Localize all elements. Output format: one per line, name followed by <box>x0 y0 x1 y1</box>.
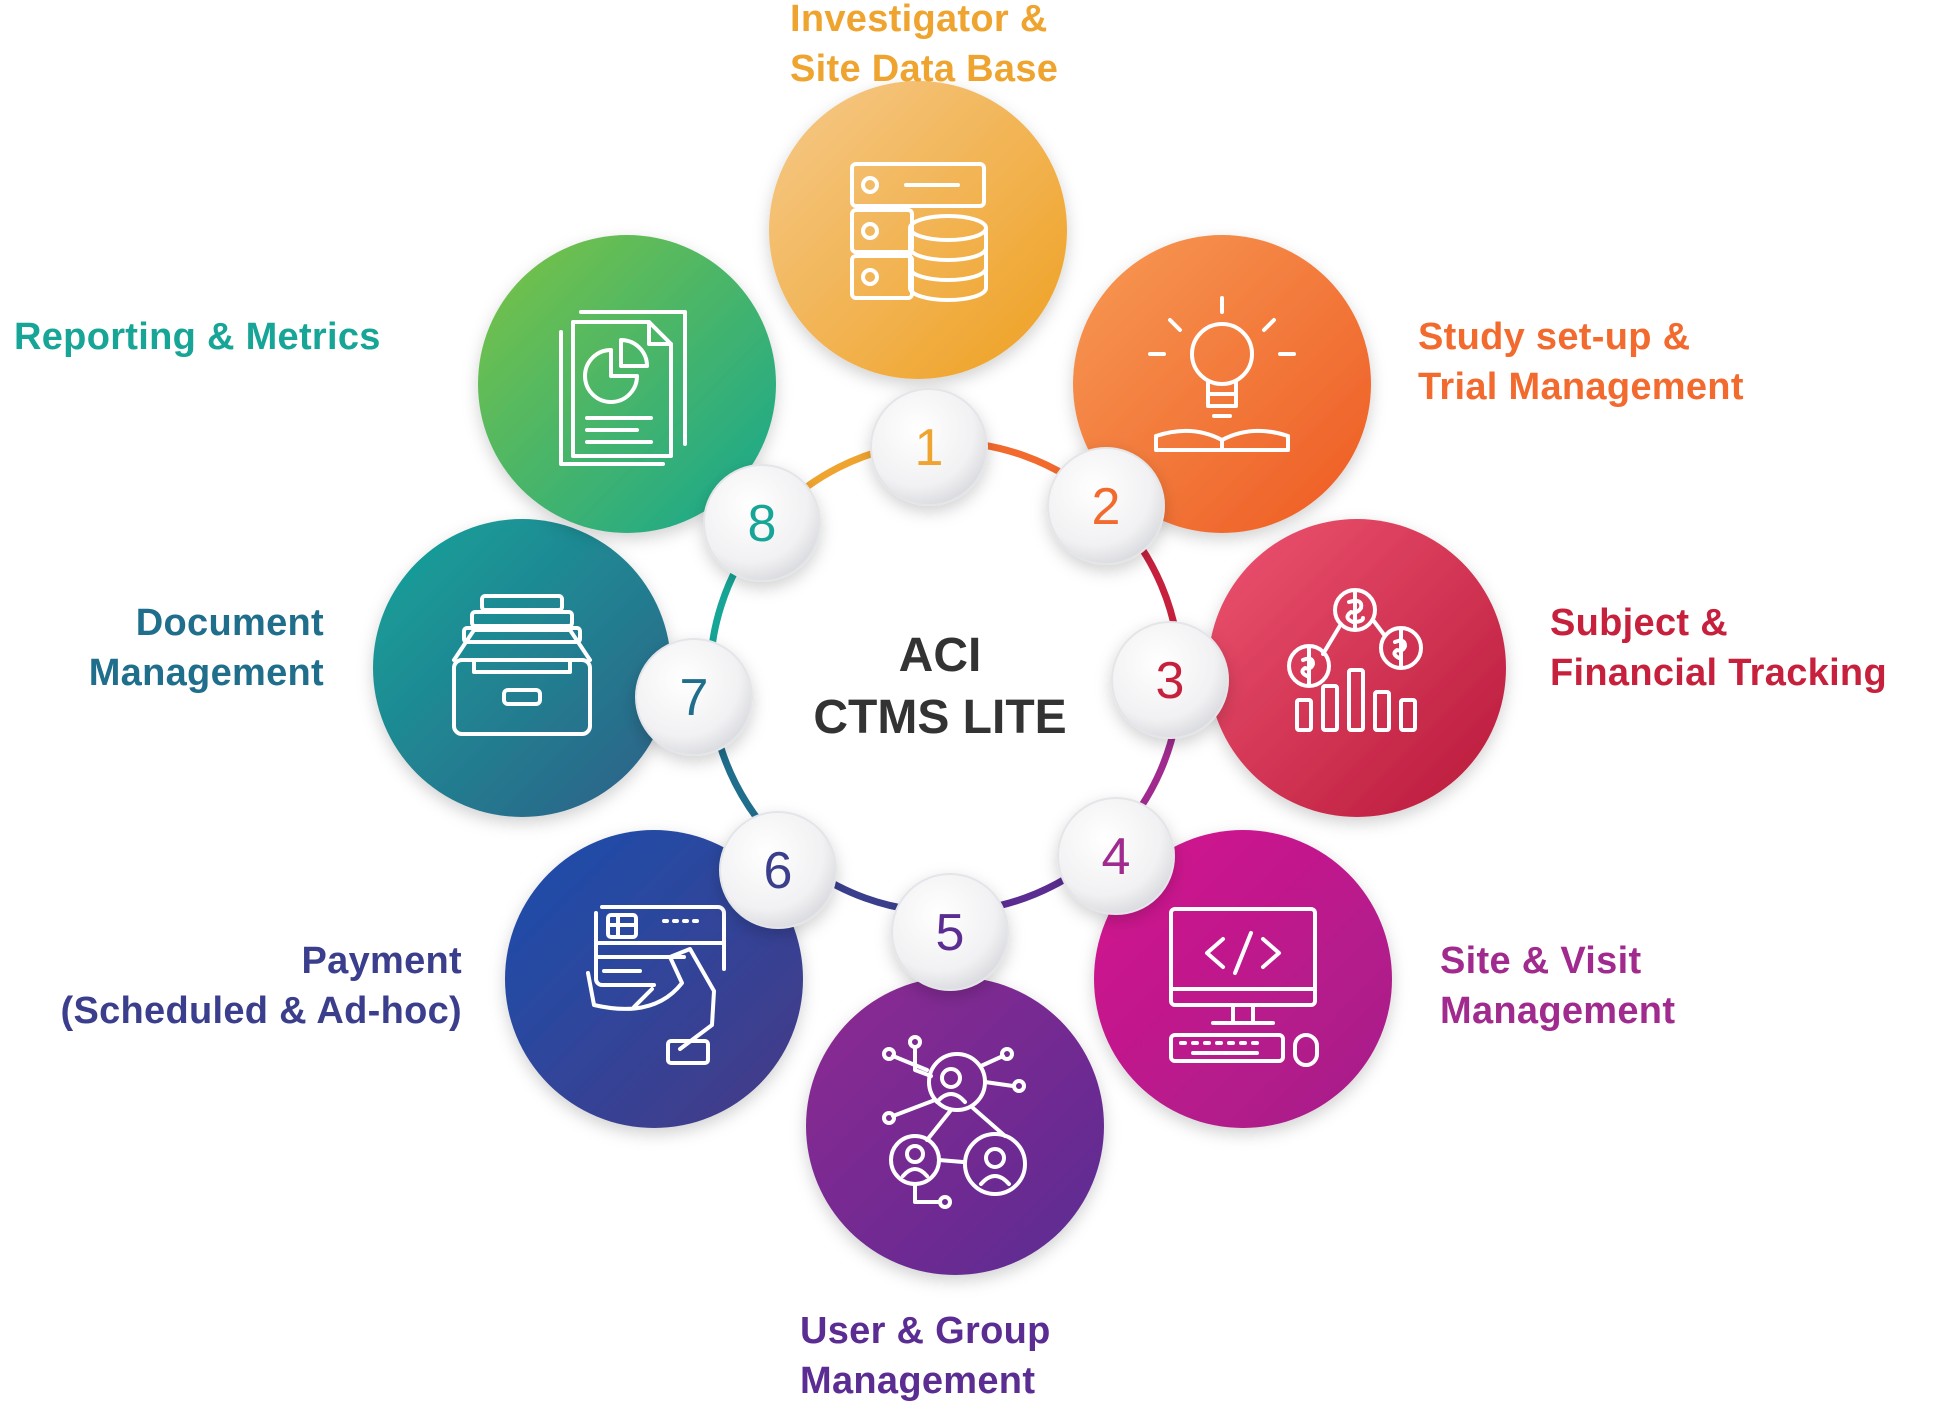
feature-circle-7 <box>373 519 671 817</box>
user-network-icon <box>882 1035 1027 1209</box>
number-badge-7: 7 <box>635 638 753 756</box>
number-badge-3: 3 <box>1111 621 1229 739</box>
feature-circle-bg <box>505 830 803 1128</box>
label-item-7: Document Management <box>89 598 324 698</box>
label-item-6-line2: (Scheduled & Ad-hoc) <box>60 990 462 1032</box>
number-badge-text: 8 <box>748 495 777 553</box>
label-item-1: Investigator & Site Data Base <box>790 0 1058 94</box>
feature-circle-6 <box>505 830 803 1128</box>
label-item-3-line2: Financial Tracking <box>1550 652 1887 694</box>
number-badge-text: 2 <box>1092 478 1121 536</box>
label-item-4-line2: Management <box>1440 990 1676 1032</box>
feature-circle-2 <box>1073 235 1371 533</box>
lightbulb-book-icon <box>1148 296 1296 452</box>
number-badge-2: 2 <box>1047 447 1165 565</box>
report-document-icon <box>559 310 687 466</box>
number-badge-6: 6 <box>719 811 837 929</box>
feature-circle-bg <box>806 977 1104 1275</box>
number-badge-text: 3 <box>1156 652 1185 710</box>
number-badge-4: 4 <box>1057 797 1175 915</box>
label-item-6-line1: Payment <box>301 940 462 982</box>
label-item-7-line2: Management <box>88 652 324 694</box>
number-badge-text: 5 <box>936 904 965 962</box>
number-badge-text: 7 <box>680 669 709 727</box>
computer-code-icon <box>1169 907 1319 1067</box>
number-badge-8: 8 <box>703 464 821 582</box>
label-item-5-line2: Management <box>800 1360 1036 1402</box>
feature-circle-bg <box>478 235 776 533</box>
label-item-1-line1: Investigator & <box>790 0 1048 40</box>
center-title-line2: CTMS LITE <box>813 691 1067 744</box>
label-item-3: Subject & Financial Tracking <box>1550 598 1887 698</box>
database-server-icon <box>850 162 988 302</box>
label-item-1-line2: Site Data Base <box>790 48 1059 90</box>
label-item-5: User & Group Management <box>800 1306 1051 1406</box>
number-badge-5: 5 <box>891 873 1009 991</box>
file-drawer-icon <box>452 594 592 736</box>
feature-circle-4 <box>1094 830 1392 1128</box>
money-chart-icon <box>1287 588 1423 732</box>
number-badge-text: 6 <box>764 842 793 900</box>
number-badge-1: 1 <box>870 388 988 506</box>
label-item-4-line1: Site & Visit <box>1440 940 1642 982</box>
center-title: ACI CTMS LITE <box>780 625 1100 749</box>
label-item-7-line1: Document <box>135 602 324 644</box>
credit-card-hand-icon <box>586 905 726 1065</box>
label-item-3-line1: Subject & <box>1550 602 1728 644</box>
number-badge-text: 4 <box>1102 828 1131 886</box>
label-item-6: Payment (Scheduled & Ad-hoc) <box>61 936 462 1036</box>
feature-circle-5 <box>806 977 1104 1275</box>
label-item-2-line2: Trial Management <box>1418 366 1744 408</box>
feature-circle-1 <box>769 81 1067 379</box>
label-item-2: Study set-up & Trial Management <box>1418 312 1744 412</box>
label-item-8-line1: Reporting & Metrics <box>14 316 381 358</box>
feature-circle-bg <box>769 81 1067 379</box>
feature-circle-8 <box>478 235 776 533</box>
feature-circle-3 <box>1208 519 1506 817</box>
label-item-8: Reporting & Metrics <box>14 312 381 362</box>
center-title-line1: ACI <box>898 629 982 682</box>
label-item-2-line1: Study set-up & <box>1418 316 1691 358</box>
label-item-5-line1: User & Group <box>800 1310 1051 1352</box>
number-badge-text: 1 <box>915 419 944 477</box>
feature-circle-bg <box>373 519 671 817</box>
label-item-4: Site & Visit Management <box>1440 936 1675 1036</box>
